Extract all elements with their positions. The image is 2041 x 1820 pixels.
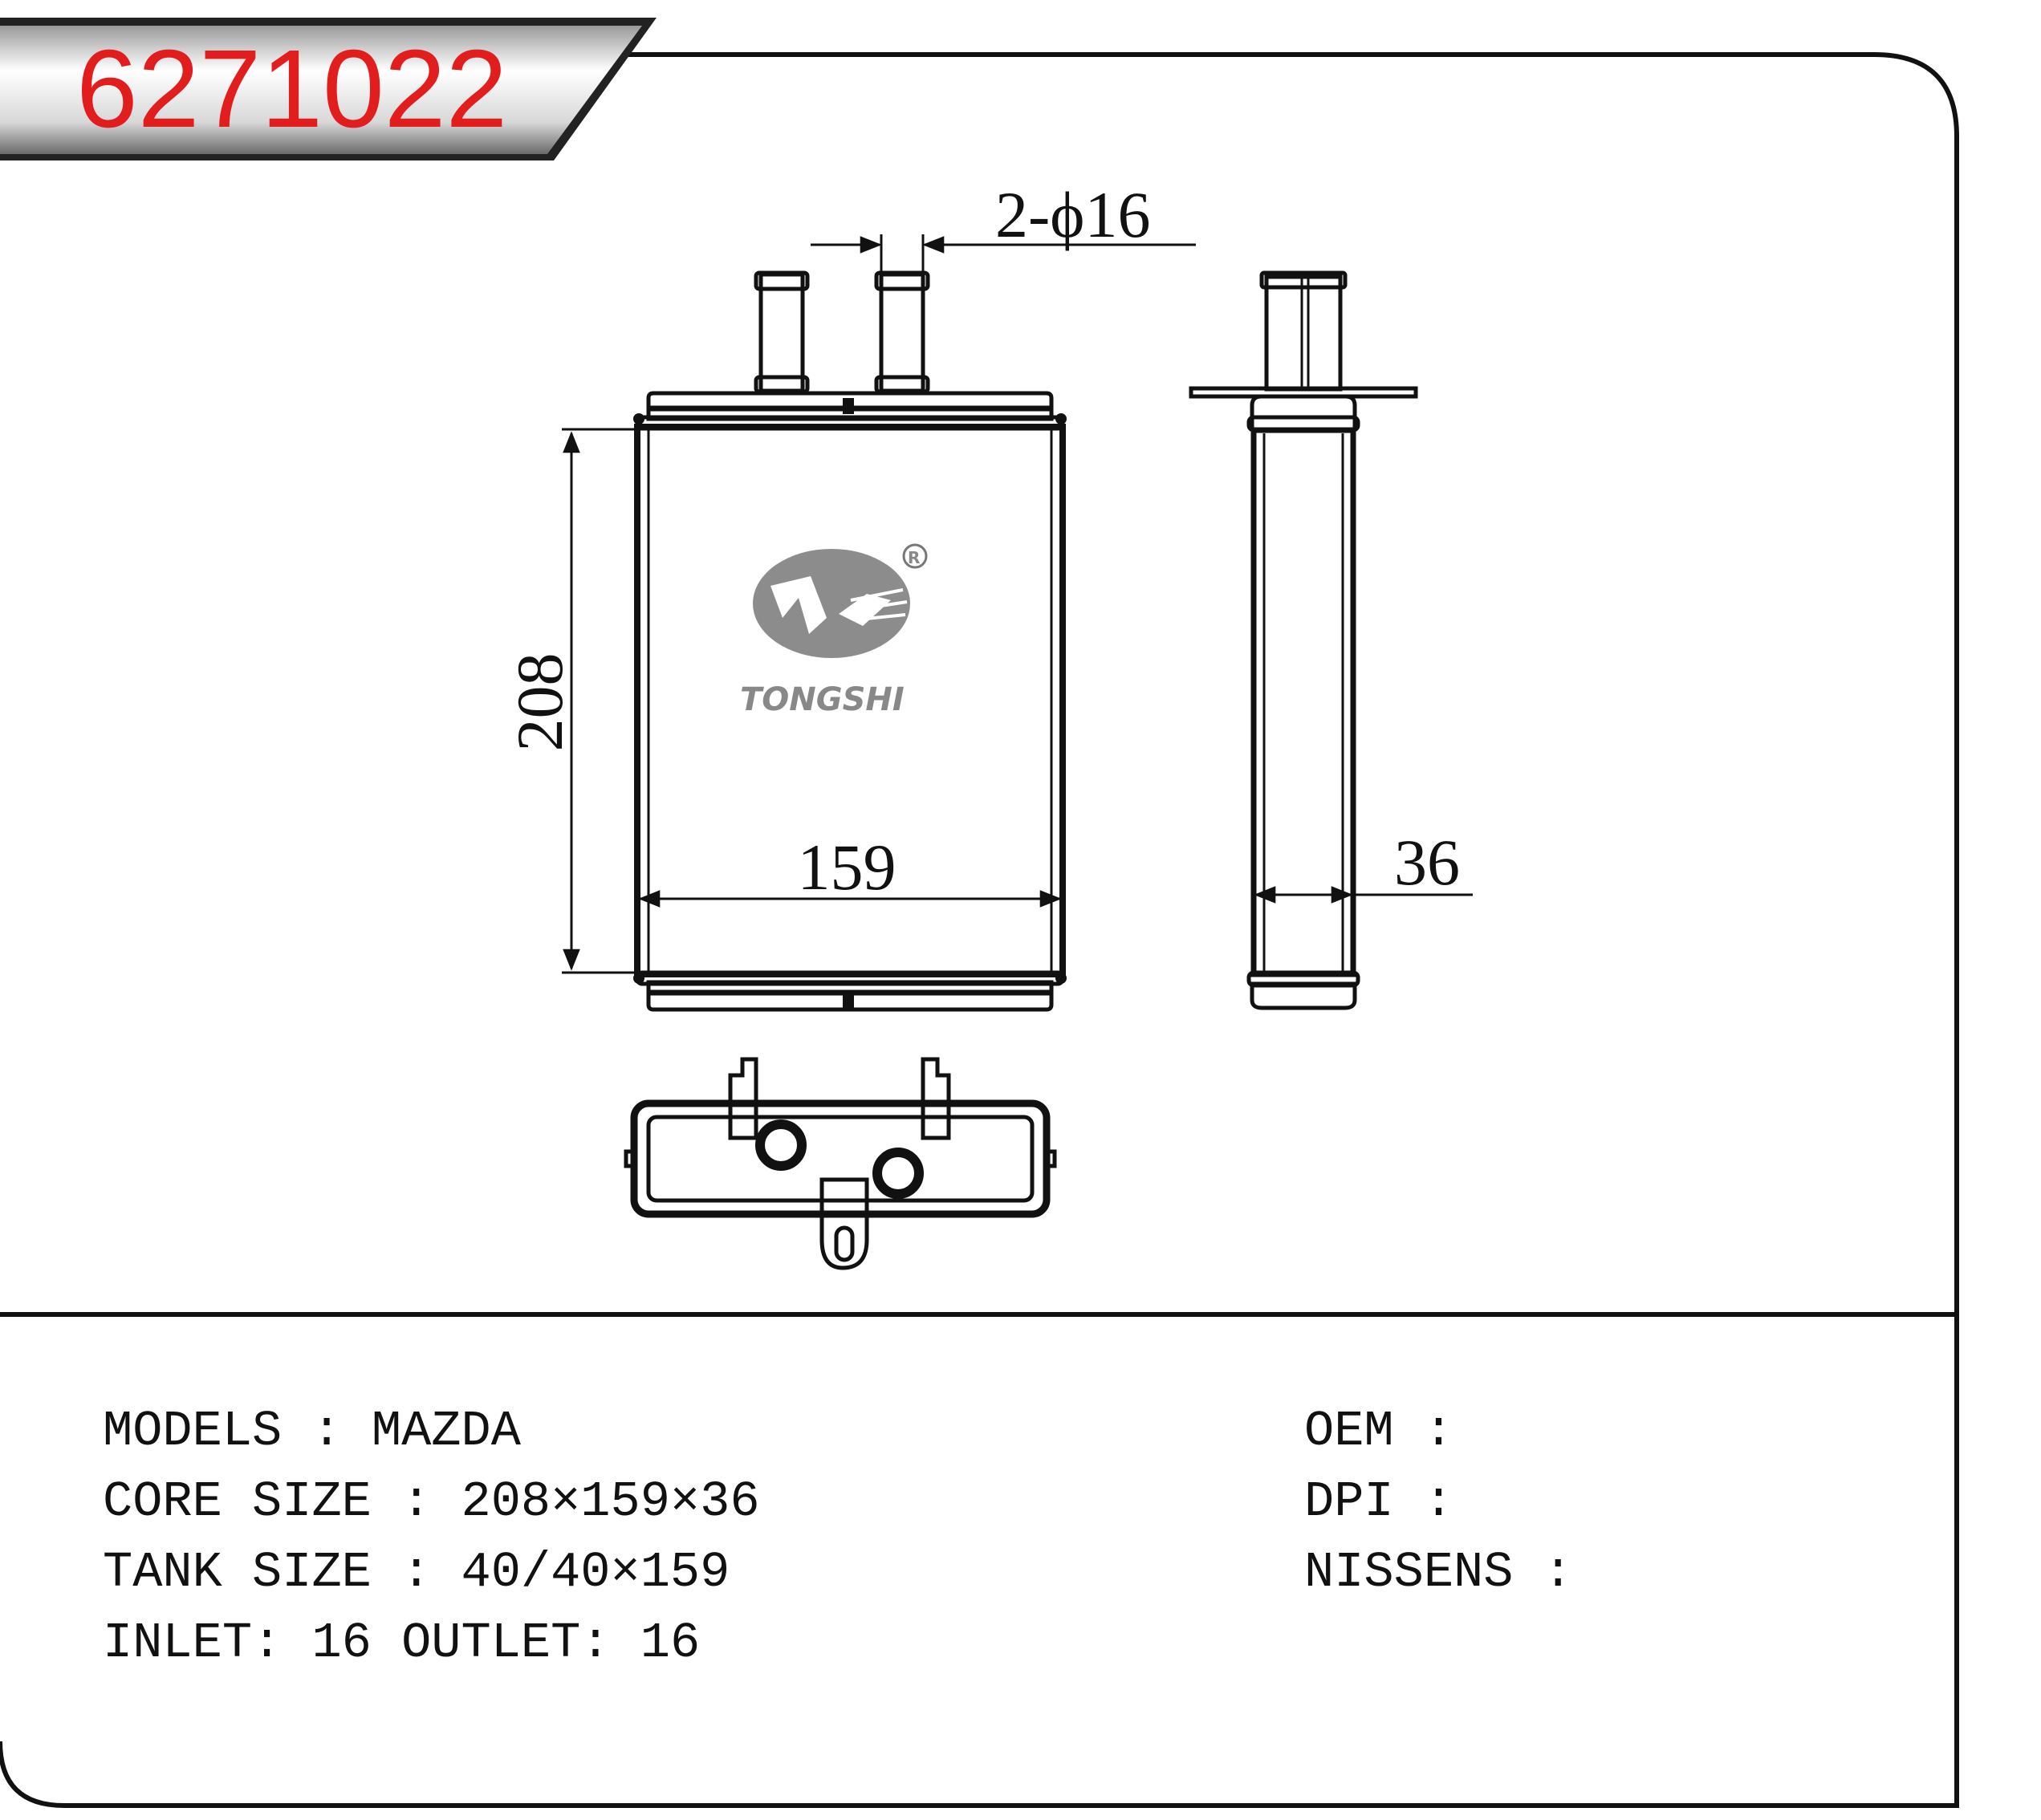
outlet-pipe bbox=[874, 270, 930, 394]
inlet-port bbox=[755, 1119, 807, 1171]
width-dimension: 159 bbox=[638, 831, 1062, 908]
height-dimension: 208 bbox=[503, 428, 642, 974]
registered-mark-icon bbox=[902, 543, 928, 569]
bottom-tank bbox=[633, 970, 1067, 1012]
logo-emblem bbox=[753, 549, 910, 658]
depth-label: 36 bbox=[1394, 826, 1460, 899]
outer-frame bbox=[0, 52, 1959, 1808]
inlet-outlet-row: INLET: 16 OUTLET: 16 bbox=[103, 1615, 700, 1672]
inlet-pipe bbox=[754, 270, 810, 394]
tank-size-row: TANK SIZE : 40/40×159 bbox=[103, 1544, 730, 1601]
top-view bbox=[624, 1057, 1057, 1270]
outlet-port bbox=[872, 1148, 924, 1199]
part-number-banner: 6271022 bbox=[0, 18, 657, 160]
svg-text:R: R bbox=[908, 548, 920, 567]
spec-block: MODELS : MAZDA CORE SIZE : 208×159×36 TA… bbox=[103, 1403, 1573, 1672]
depth-dimension: 36 bbox=[1254, 826, 1473, 904]
part-number: 6271022 bbox=[76, 27, 507, 151]
tongshi-logo: R TONGSHI bbox=[740, 543, 928, 718]
dpi-row: DPI : bbox=[1304, 1473, 1454, 1530]
models-row: MODELS : MAZDA bbox=[103, 1403, 522, 1460]
height-label: 208 bbox=[503, 653, 576, 752]
oem-row: OEM : bbox=[1304, 1403, 1454, 1460]
side-view: 36 bbox=[1189, 270, 1473, 1010]
brand-name: TONGSHI bbox=[740, 681, 905, 718]
front-view: R TONGSHI 159 208 2-ϕ16 bbox=[503, 178, 1196, 1012]
tube-diameter-dimension: 2-ϕ16 bbox=[811, 178, 1196, 273]
nissens-row: NISSENS : bbox=[1304, 1544, 1573, 1601]
top-tank bbox=[633, 391, 1067, 431]
tube-diameter-label: 2-ϕ16 bbox=[995, 178, 1150, 251]
core-size-row: CORE SIZE : 208×159×36 bbox=[103, 1473, 760, 1530]
width-label: 159 bbox=[798, 831, 896, 904]
